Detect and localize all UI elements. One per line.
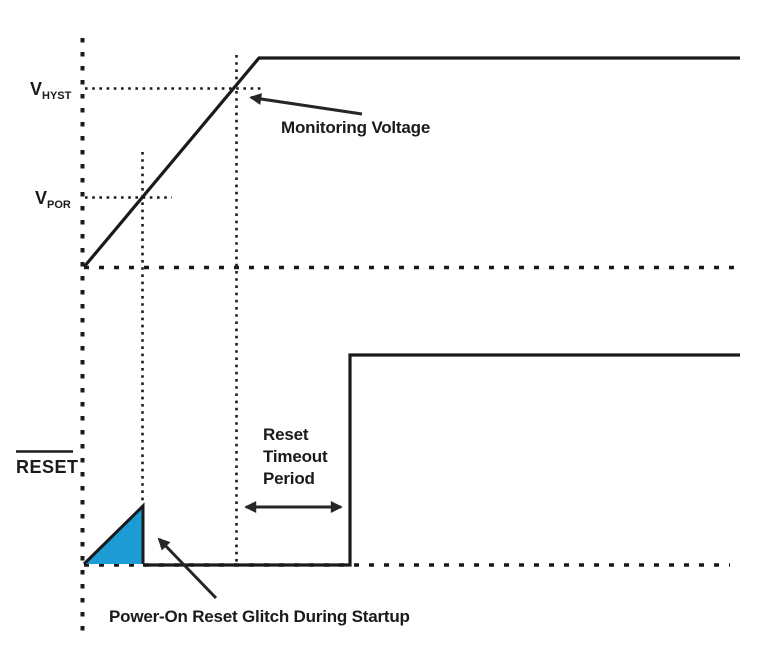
reset-signal-trace (143, 353, 740, 567)
por-glitch-triangle (82, 502, 145, 566)
vpor-label-main: V (35, 188, 47, 208)
reset-timeout-line1: Reset (263, 425, 309, 444)
glitch-label: Power-On Reset Glitch During Startup (109, 607, 410, 626)
reset-timeout-line2: Timeout (263, 447, 328, 466)
glitch-callout-arrow (157, 537, 218, 600)
vhyst-label-main: V (30, 79, 42, 99)
reset-timeout-line3: Period (263, 469, 315, 488)
vhyst-label-sub: HYST (42, 90, 72, 102)
supply-voltage-ramp-trace (82, 56, 740, 269)
vhyst-label: VHYST (30, 79, 72, 102)
vpor-label: VPOR (35, 188, 71, 211)
monitoring-voltage-arrow (249, 93, 363, 116)
reset-label: RESET (16, 457, 79, 477)
vpor-label-sub: POR (47, 199, 71, 211)
monitoring-voltage-label: Monitoring Voltage (281, 118, 430, 137)
